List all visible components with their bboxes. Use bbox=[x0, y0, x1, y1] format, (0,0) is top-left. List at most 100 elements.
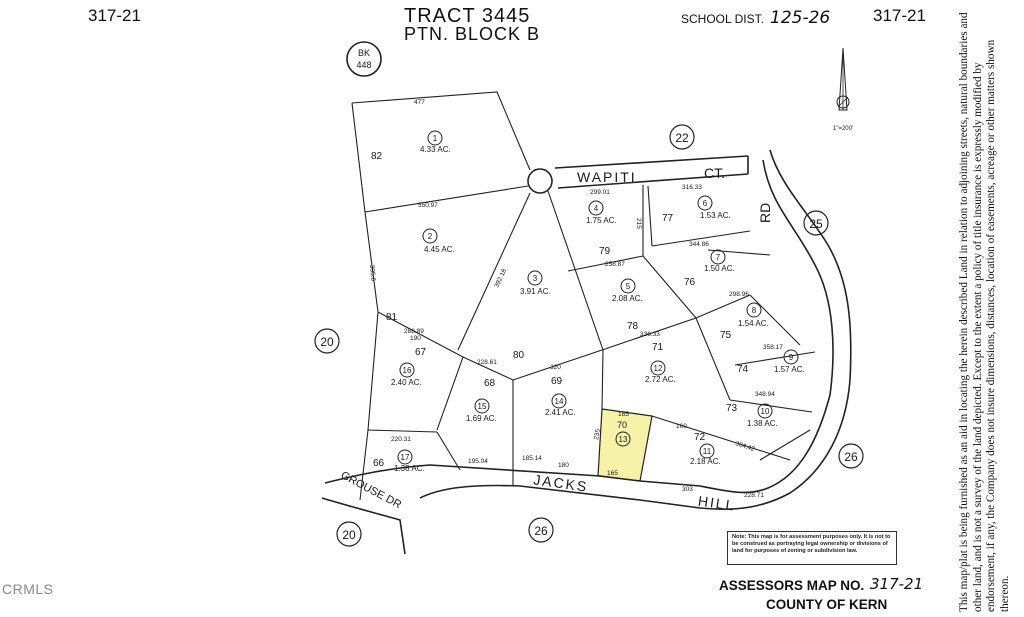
dimension-labels: 477 550.97 299.01 316.33 344.86 298.96 3… bbox=[368, 99, 783, 499]
dimension-label: 320 bbox=[550, 364, 561, 371]
lot-number: 68 bbox=[484, 378, 496, 389]
adjacent-block: 20 bbox=[320, 335, 334, 349]
street-jacks: JACKS bbox=[532, 471, 589, 495]
dimension-label: 160 bbox=[676, 423, 687, 430]
parcel-area: 4.33 AC. bbox=[420, 145, 451, 154]
dimension-label: 180 bbox=[558, 462, 569, 469]
dimension-label: 185 bbox=[618, 411, 629, 418]
parcel-number: 14 bbox=[555, 397, 564, 406]
street-rd: RD bbox=[757, 203, 773, 223]
page-number-right: 317-21 bbox=[873, 6, 926, 25]
dimension-label: 258.87 bbox=[605, 261, 625, 268]
parcel-number: 8 bbox=[752, 306, 757, 315]
lot-number: 82 bbox=[371, 151, 383, 162]
dimension-label: 344.86 bbox=[689, 241, 709, 248]
street-ct: CT. bbox=[704, 165, 725, 181]
parcel-area: 1.69 AC. bbox=[466, 414, 497, 423]
page-number-left: 317-21 bbox=[88, 6, 141, 25]
parcel-labels: 14.33 AC.82 24.45 AC.81 33.91 AC.80 41.7… bbox=[371, 130, 805, 473]
parcel-area: 1.75 AC. bbox=[586, 216, 617, 225]
adjacent-blocks: 22 25 20 20 26 26 bbox=[314, 124, 864, 547]
street-hill: HILL bbox=[697, 493, 736, 514]
lot-number: 78 bbox=[627, 321, 639, 332]
parcel-area: 2.72 AC. bbox=[645, 375, 676, 384]
parcel-area: 2.18 AC. bbox=[690, 457, 721, 466]
parcel-9: 91.57 AC.74 bbox=[737, 349, 805, 375]
lot-number: 77 bbox=[662, 213, 674, 224]
dimension-label: 165 bbox=[607, 470, 618, 477]
dimension-label: 228.61 bbox=[477, 359, 497, 366]
dimension-label: 392.18 bbox=[493, 268, 508, 289]
parcel-number: 12 bbox=[654, 364, 663, 373]
parcel-number: 2 bbox=[428, 232, 433, 241]
adjacent-block: 26 bbox=[844, 450, 858, 464]
parcel-17: 171.38 AC.66 bbox=[373, 449, 425, 473]
lot-number: 79 bbox=[599, 246, 611, 257]
dimension-label: 185.14 bbox=[522, 455, 542, 462]
dimension-label: 195.04 bbox=[468, 458, 488, 465]
dimension-label: 220.31 bbox=[391, 436, 411, 443]
parcel-area: 1.38 AC. bbox=[747, 419, 778, 428]
book-reference: BK 448 bbox=[346, 41, 382, 77]
parcel-area: 2.40 AC. bbox=[391, 378, 422, 387]
assessors-map-label: ASSESSORS MAP NO. bbox=[719, 578, 865, 593]
portion-subtitle: PTN. BLOCK B bbox=[404, 24, 541, 44]
listing-watermark: CRMLS bbox=[2, 581, 54, 597]
parcel-lines bbox=[351, 91, 816, 501]
parcel-5: 5 2.08 AC. 78 bbox=[612, 278, 643, 332]
lot-number: 72 bbox=[694, 432, 706, 443]
north-arrow-icon: 1"=200' bbox=[833, 47, 853, 132]
dimension-label: 550.97 bbox=[418, 202, 438, 209]
parcel-1: 14.33 AC.82 bbox=[371, 130, 451, 162]
lot-number: 71 bbox=[652, 342, 664, 353]
lot-number: 75 bbox=[720, 330, 732, 341]
parcel-number: 13 bbox=[619, 435, 628, 444]
adjacent-block: 26 bbox=[534, 524, 548, 538]
parcel-4: 4 1.75 AC. 79 bbox=[586, 200, 617, 257]
school-district-value: 125-26 bbox=[770, 8, 831, 28]
parcel-3: 33.91 AC.80 bbox=[513, 270, 551, 361]
lot-number: 70 bbox=[617, 420, 627, 430]
lot-number: 67 bbox=[415, 347, 427, 358]
parcel-number: 3 bbox=[533, 274, 538, 283]
parcel-2: 2 4.45 AC. 81 bbox=[386, 228, 455, 323]
parcel-number: 5 bbox=[626, 282, 631, 291]
parcel-10: 10 1.38 AC. 73 bbox=[726, 403, 778, 428]
dimension-label: 348.94 bbox=[755, 391, 775, 398]
lot-number: 80 bbox=[513, 350, 525, 361]
parcel-number: 16 bbox=[403, 366, 412, 375]
parcel-number: 15 bbox=[478, 402, 487, 411]
dimension-label: 395.6 bbox=[368, 265, 376, 282]
lot-number: 69 bbox=[551, 376, 563, 387]
assessors-map-number: 317-21 bbox=[870, 575, 924, 593]
parcel-number: 4 bbox=[594, 204, 599, 213]
book-number: 448 bbox=[356, 60, 371, 70]
dimension-label: 299.01 bbox=[590, 189, 610, 196]
dimension-label: 303 bbox=[682, 486, 693, 493]
parcel-area: 1.38 AC. bbox=[394, 464, 425, 473]
dimension-label: 358.17 bbox=[763, 344, 783, 351]
adjacent-block: 22 bbox=[675, 131, 689, 145]
adjacent-block: 20 bbox=[342, 528, 356, 542]
school-district-label: SCHOOL DIST. bbox=[681, 12, 764, 26]
adjacent-block: 25 bbox=[809, 217, 823, 231]
parcel-area: 4.45 AC. bbox=[424, 245, 455, 254]
street-wapiti: WAPITI bbox=[577, 169, 637, 185]
parcel-number: 6 bbox=[703, 199, 708, 208]
parcel-14: 142.41 AC.69 bbox=[545, 376, 576, 417]
assessment-note: Note: This map is for assessment purpose… bbox=[727, 531, 897, 565]
dimension-label: 477 bbox=[414, 99, 425, 106]
lot-number: 81 bbox=[386, 312, 398, 323]
lot-number: 76 bbox=[684, 277, 696, 288]
parcel-area: 1.57 AC. bbox=[774, 365, 805, 374]
parcel-11: 112.18 AC.72 bbox=[690, 432, 721, 466]
parcel-number: 10 bbox=[761, 407, 770, 416]
parcel-area: 2.08 AC. bbox=[612, 294, 643, 303]
tract-title: TRACT 3445 bbox=[404, 5, 531, 27]
parcel-6: 61.53 AC.77 bbox=[662, 195, 731, 224]
parcel-number: 9 bbox=[789, 353, 794, 362]
lot-number: 73 bbox=[726, 403, 738, 414]
parcel-13: 13 70 bbox=[615, 420, 631, 447]
parcel-7: 71.50 AC.76 bbox=[684, 249, 735, 288]
